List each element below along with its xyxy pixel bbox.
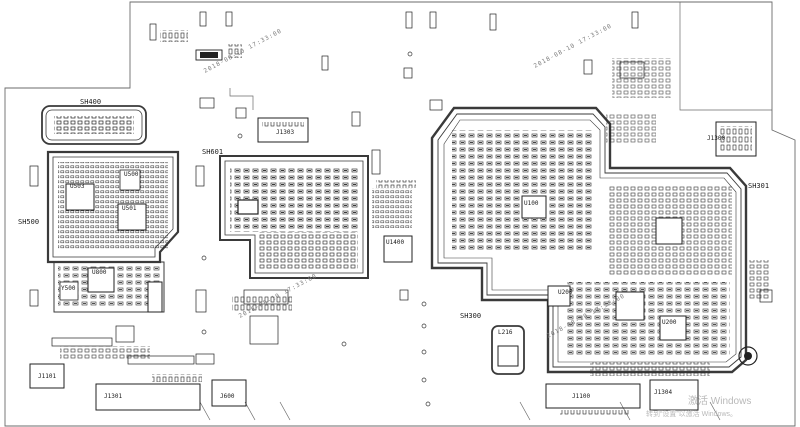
connector-j1303	[257, 117, 309, 143]
chip-u1400	[372, 188, 413, 263]
label-j1101: J1101	[38, 373, 56, 380]
label-u100: U100	[524, 200, 539, 207]
board-cutout-top	[229, 88, 254, 110]
label-j1303: J1303	[276, 129, 294, 136]
label-u500: U500	[124, 171, 139, 178]
test-points	[201, 51, 431, 407]
connector-j1304	[649, 379, 699, 411]
coax-j100	[738, 346, 758, 366]
stamp-date-b: 2018-08-10 17:33:00	[533, 22, 614, 69]
label-y500: Y500	[61, 285, 76, 292]
stamp-date-a: 2018-08-10 17:33:00	[203, 27, 284, 74]
label-j1304: J1304	[654, 389, 672, 396]
label-sh300: SH300	[460, 312, 481, 320]
shield-sh601	[219, 155, 369, 279]
connector-j1100	[545, 383, 641, 416]
board-notch	[679, 2, 772, 111]
inductor-l216	[491, 325, 525, 375]
label-l216: L216	[498, 329, 513, 336]
label-j1300: J1300	[707, 135, 725, 142]
shield-sh500	[46, 150, 180, 264]
component-pad-clusters	[60, 30, 770, 376]
label-u1400: U1400	[386, 239, 404, 246]
label-u501: U501	[122, 205, 137, 212]
watermark-line1: 激活 Windows	[688, 394, 751, 407]
connector-j1102	[195, 49, 223, 61]
block-u800	[53, 261, 165, 313]
watermark-line2: 转到“设置”以激活 Windows。	[646, 409, 737, 418]
label-sh400: SH400	[80, 98, 101, 106]
connector-j1101	[29, 363, 65, 389]
label-u200: U200	[558, 289, 573, 296]
shield-sh300-main	[430, 106, 748, 374]
label-j1100: J1100	[572, 393, 590, 400]
board-edge-bottom	[199, 401, 721, 421]
label-sh601: SH601	[202, 148, 223, 156]
label-j1301: J1301	[104, 393, 122, 400]
board-outline	[4, 1, 796, 427]
connector-j1300	[715, 121, 757, 157]
label-u503: U503	[70, 183, 85, 190]
connector-j600	[211, 379, 247, 407]
label-j600: J600	[220, 393, 235, 400]
label-sh500: SH500	[18, 218, 39, 226]
label-sh301: SH301	[748, 182, 769, 190]
connector-j1301	[95, 374, 202, 411]
label-u800: U800	[92, 269, 107, 276]
label-u200b: U200	[662, 319, 677, 326]
shield-sh400	[41, 105, 147, 145]
